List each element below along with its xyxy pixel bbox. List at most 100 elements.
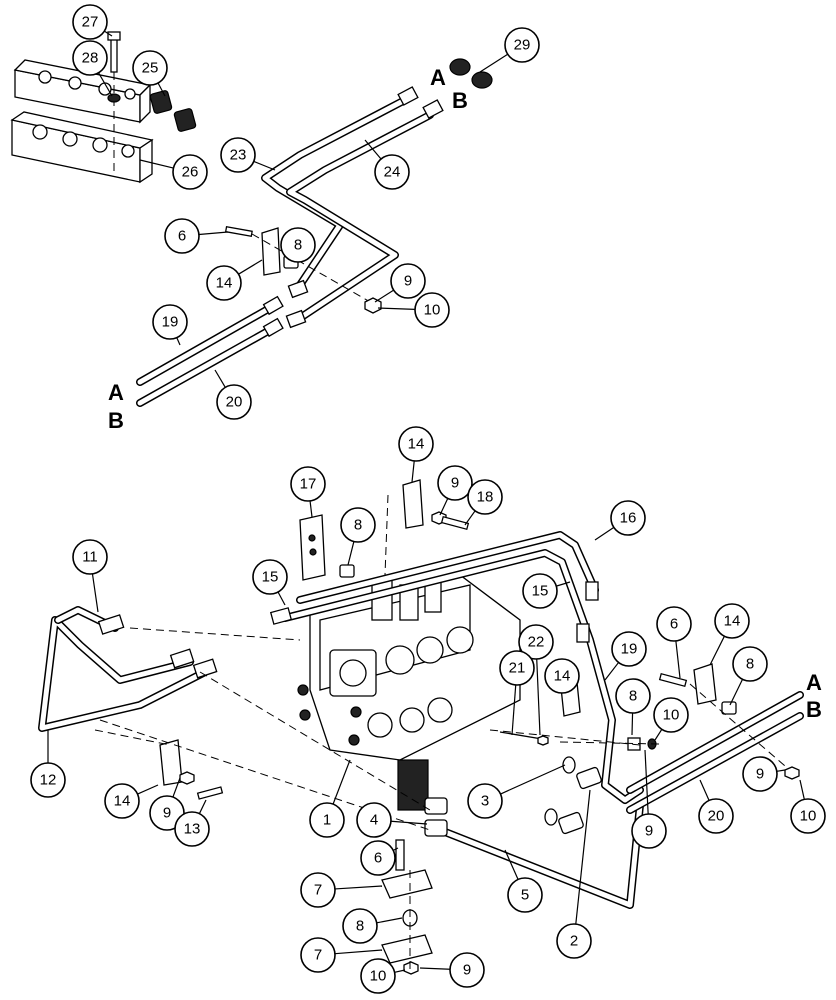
callout-circle bbox=[309, 802, 345, 838]
callout-leader-line bbox=[97, 72, 113, 97]
callout-number: 20 bbox=[708, 808, 725, 825]
callout-number: 14 bbox=[724, 613, 741, 630]
callout-leader-line bbox=[411, 460, 415, 483]
block-17 bbox=[299, 514, 355, 581]
callout-9: 9 bbox=[742, 756, 786, 792]
port-letter-a: A bbox=[806, 670, 822, 695]
callout-circle bbox=[507, 877, 543, 913]
callout-leader-line bbox=[91, 573, 99, 613]
callout-leader-line bbox=[214, 369, 226, 388]
callout-circle bbox=[437, 465, 473, 501]
rubber-inserts bbox=[149, 90, 197, 132]
tube-fittings-top bbox=[285, 86, 444, 329]
callout-leader-line bbox=[439, 498, 449, 516]
callout-leader-line bbox=[729, 679, 744, 706]
callout-circle bbox=[742, 756, 778, 792]
callout-number: 14 bbox=[554, 668, 571, 685]
tube-15 bbox=[281, 549, 644, 804]
callout-6: 6 bbox=[164, 218, 229, 254]
callout-leader-line bbox=[504, 849, 519, 880]
callout-number: 26 bbox=[182, 164, 199, 181]
callout-number: 9 bbox=[404, 273, 412, 290]
callout-circle bbox=[72, 4, 108, 40]
callout-leader-line bbox=[799, 779, 805, 800]
callout-circle bbox=[300, 937, 336, 973]
tube-16 bbox=[296, 531, 599, 604]
bracket-14-left bbox=[94, 729, 224, 800]
callout-number: 8 bbox=[629, 688, 637, 705]
callout-circle bbox=[615, 678, 651, 714]
callout-leader-line bbox=[604, 662, 620, 681]
callout-leader-line bbox=[709, 635, 725, 666]
callout-number: 7 bbox=[314, 882, 322, 899]
callout-leader-line bbox=[104, 30, 113, 37]
tube-23 bbox=[261, 96, 409, 289]
callout-leader-line bbox=[594, 526, 615, 541]
callout-number: 9 bbox=[645, 823, 653, 840]
callout-number: 11 bbox=[82, 549, 98, 566]
callout-circle bbox=[732, 646, 768, 682]
tube-24 bbox=[286, 111, 434, 322]
callout-circle bbox=[611, 631, 647, 667]
callout-circle bbox=[290, 466, 326, 502]
control-valve-body bbox=[297, 574, 521, 811]
callout-number: 8 bbox=[354, 517, 362, 534]
callout-29: 29 bbox=[479, 27, 540, 73]
callout-number: 10 bbox=[663, 707, 680, 724]
callout-circle bbox=[149, 795, 185, 831]
callout-number: 6 bbox=[670, 616, 678, 633]
callout-circle bbox=[360, 958, 396, 994]
callout-1: 1 bbox=[309, 759, 351, 838]
callout-number: 10 bbox=[800, 808, 817, 825]
callout-16: 16 bbox=[594, 500, 646, 541]
bracket-14-far-right bbox=[559, 663, 800, 780]
callout-leader-line bbox=[392, 847, 399, 851]
callout-15: 15 bbox=[252, 559, 288, 606]
callout-circle bbox=[164, 218, 200, 254]
callout-circle bbox=[698, 798, 734, 834]
callout-number: 12 bbox=[40, 772, 57, 789]
callout-8: 8 bbox=[280, 227, 316, 263]
callout-circle bbox=[216, 384, 252, 420]
callout-circle bbox=[467, 479, 503, 515]
callout-number: 6 bbox=[374, 850, 382, 867]
callout-leader-line bbox=[631, 712, 634, 736]
bracket-14-top bbox=[384, 479, 470, 576]
callout-number: 29 bbox=[514, 37, 531, 54]
callout-9: 9 bbox=[419, 952, 485, 988]
callout-2: 2 bbox=[556, 789, 592, 959]
callout-number: 27 bbox=[82, 14, 99, 31]
callout-number: 3 bbox=[481, 793, 489, 810]
callout-number: 8 bbox=[356, 918, 364, 935]
callout-circle bbox=[252, 559, 288, 595]
callout-leader-line bbox=[334, 885, 383, 890]
port-letter-a: A bbox=[108, 380, 124, 405]
callout-9: 9 bbox=[149, 777, 185, 831]
callout-leader-line bbox=[364, 139, 382, 160]
adapters bbox=[424, 756, 602, 837]
caps bbox=[449, 58, 493, 89]
callout-circle bbox=[499, 650, 535, 686]
callout-18: 18 bbox=[464, 479, 503, 526]
callout-leader-line bbox=[377, 307, 416, 310]
callout-28: 28 bbox=[72, 40, 113, 97]
callout-circle bbox=[172, 154, 208, 190]
callout-number: 8 bbox=[746, 656, 754, 673]
callout-leader-line bbox=[309, 500, 313, 518]
callout-circle bbox=[280, 227, 316, 263]
callout-circle bbox=[30, 762, 66, 798]
tube-20-right bbox=[626, 691, 804, 814]
callout-leader-line bbox=[556, 581, 571, 587]
callout-circle bbox=[104, 783, 140, 819]
callout-circle bbox=[631, 813, 667, 849]
tube-20 bbox=[136, 326, 274, 407]
callout-3: 3 bbox=[467, 764, 566, 819]
callout-8: 8 bbox=[342, 908, 403, 944]
callout-leader-line bbox=[500, 764, 566, 795]
callout-leader-line bbox=[137, 784, 159, 795]
callout-14: 14 bbox=[398, 426, 434, 483]
callout-leader-line bbox=[536, 658, 541, 736]
callout-circle bbox=[656, 606, 692, 642]
callout-leader-line bbox=[332, 759, 351, 805]
clamp-block-upper bbox=[13, 59, 152, 124]
